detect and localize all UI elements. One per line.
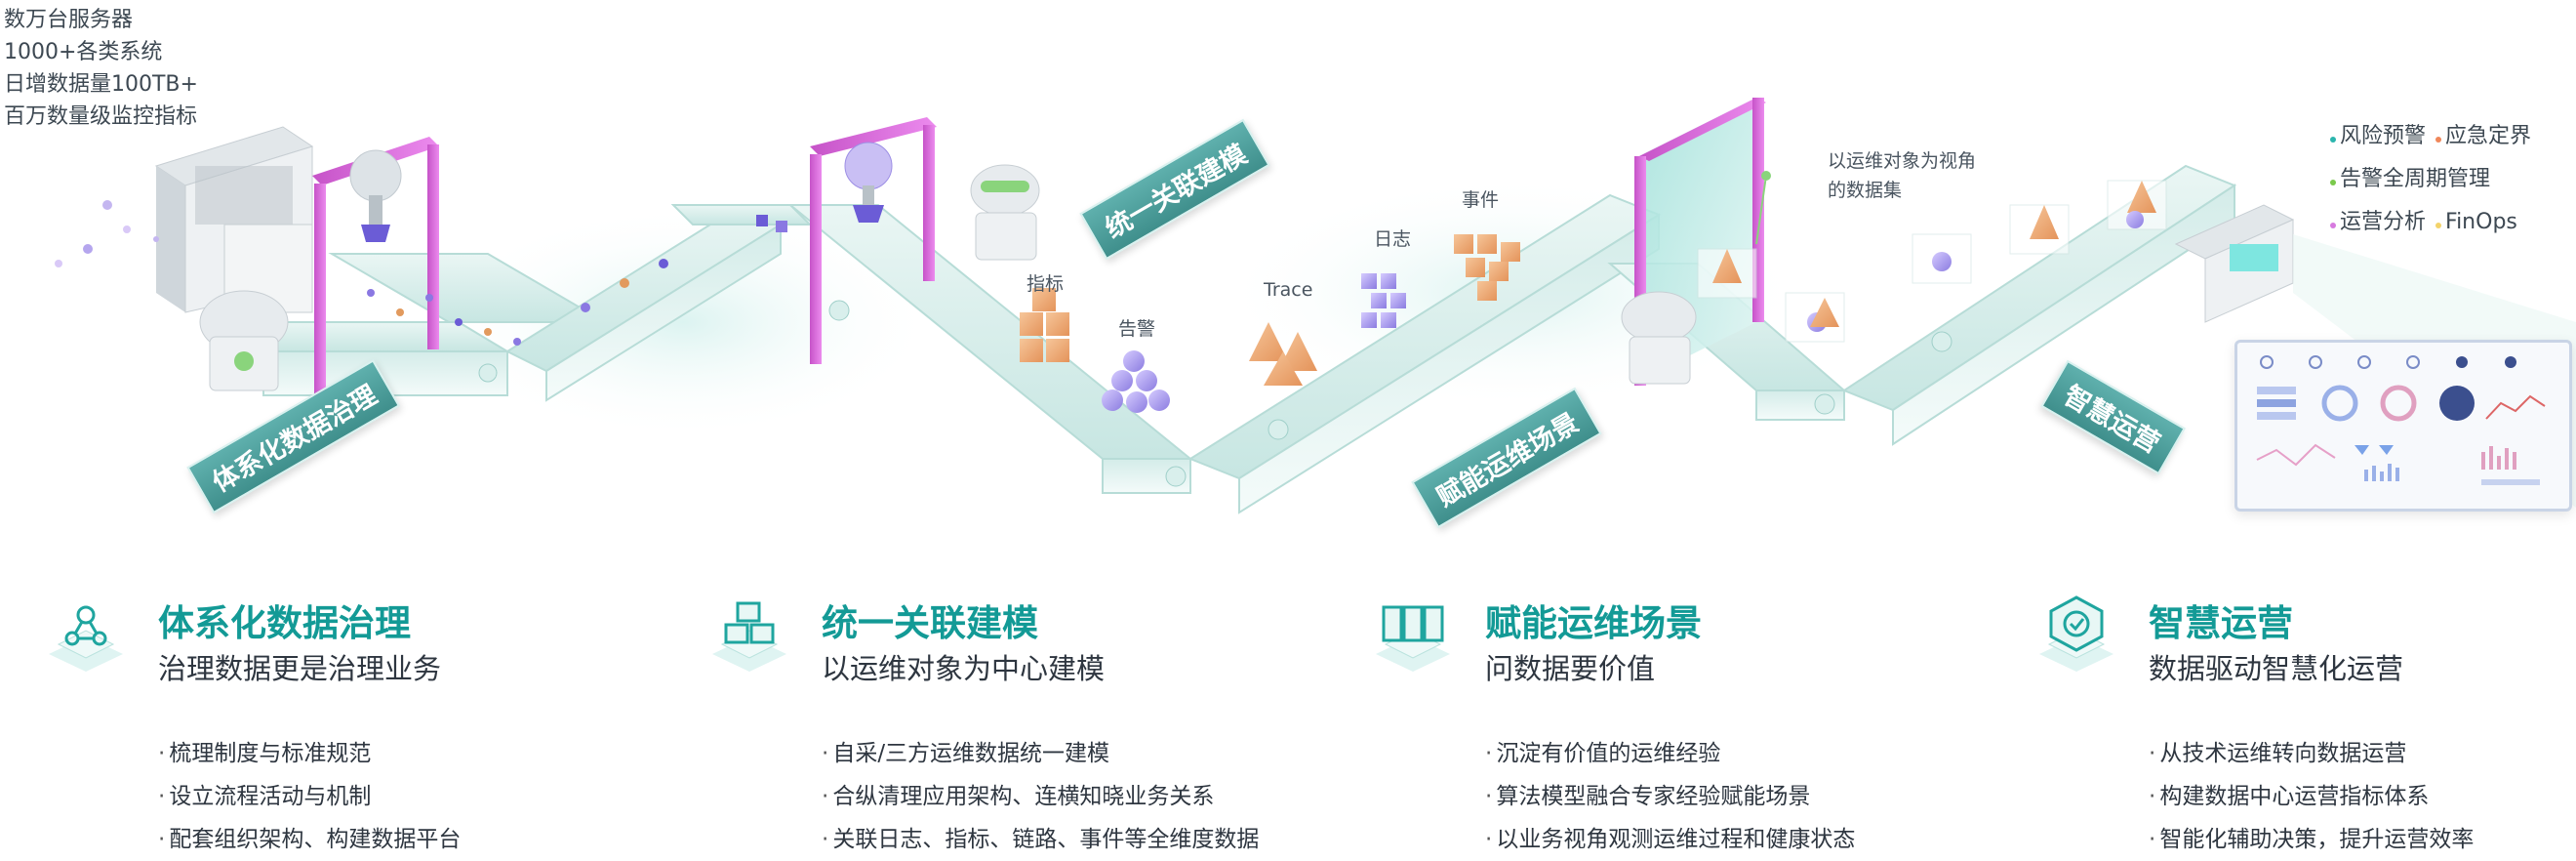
robot-1 <box>199 290 289 391</box>
column-list: 从技术运维转向数据运营 构建数据中心运营指标体系 智能化辅助决策，提升运营效率 <box>2149 732 2474 861</box>
list-item: 从技术运维转向数据运营 <box>2149 732 2474 775</box>
label-event: 事件 <box>1462 189 1500 211</box>
capabilities-legend: 风险预警 应急定界 告警全周期管理 运营分析 FinOps <box>2330 115 2531 244</box>
column-subtitle: 以运维对象为中心建模 <box>822 652 1106 685</box>
legend-item: 运营分析 <box>2330 201 2426 244</box>
legend-item: FinOps <box>2435 201 2517 244</box>
label-metric: 指标 <box>1026 273 1065 295</box>
label-log: 日志 <box>1374 228 1412 250</box>
list-item: 智能化辅助决策，提升运营效率 <box>2149 818 2474 861</box>
list-item: 构建数据中心运营指标体系 <box>2149 775 2474 818</box>
dataset-label: 以运维对象为视角 的数据集 <box>1828 146 1976 205</box>
list-item: 沉淀有价值的运维经验 <box>1485 732 1855 775</box>
legend-item: 应急定界 <box>2435 115 2531 158</box>
robot-2 <box>970 164 1040 261</box>
alert-spheres <box>1102 350 1170 413</box>
data-particles <box>55 200 787 346</box>
dashboard-charts <box>2256 355 2546 485</box>
list-item: 设立流程活动与机制 <box>158 775 461 818</box>
label-alert: 告警 <box>1118 318 1156 340</box>
stat-data-volume: 日增数据量100TB+ <box>4 72 198 97</box>
stat-systems: 1000+各类系统 <box>4 40 163 64</box>
column-list: 自采/三方运维数据统一建模 合纵清理应用架构、连横知晓业务关系 关联日志、指标、… <box>822 732 1259 861</box>
list-item: 自采/三方运维数据统一建模 <box>822 732 1259 775</box>
column-subtitle: 治理数据更是治理业务 <box>158 652 442 685</box>
ops-scenario-icon <box>1376 605 1450 672</box>
dataset-label-line-1: 以运维对象为视角 <box>1828 150 1977 172</box>
robot-arm-2 <box>844 142 893 223</box>
list-item: 合纵清理应用架构、连横知晓业务关系 <box>822 775 1259 818</box>
server-machine <box>154 126 314 313</box>
column-title: 统一关联建模 <box>822 602 1038 644</box>
legend-finops: FinOps <box>2445 210 2517 234</box>
column-subtitle: 数据驱动智慧化运营 <box>2149 652 2404 685</box>
stats-list: 数万台服务器 1000+各类系统 日增数据量100TB+ 百万数量级监控指标 <box>4 4 198 133</box>
metric-cubes <box>1020 288 1069 362</box>
legend-row-3: 运营分析 FinOps <box>2330 201 2531 244</box>
modeling-cubes-icon <box>712 601 786 672</box>
column-title: 智慧运营 <box>2149 602 2293 644</box>
end-machine <box>2174 204 2295 323</box>
dashboard-preview <box>2234 340 2572 512</box>
dataset-boxes <box>1697 180 2167 343</box>
list-item: 梳理制度与标准规范 <box>158 732 461 775</box>
list-item: 算法模型融合专家经验赋能场景 <box>1485 775 1855 818</box>
column-list: 沉淀有价值的运维经验 算法模型融合专家经验赋能场景 以业务视角观测运维过程和健康… <box>1485 732 1855 861</box>
column-title: 体系化数据治理 <box>158 602 411 644</box>
data-governance-icon <box>49 605 123 672</box>
pink-gate-2 <box>810 117 937 364</box>
trace-pyramids <box>1249 322 1317 386</box>
legend-item: 风险预警 <box>2330 115 2426 158</box>
list-item: 以业务视角观测运维过程和健康状态 <box>1485 818 1855 861</box>
robot-3 <box>1621 291 1697 385</box>
log-cubes <box>1361 273 1406 328</box>
stat-metrics: 百万数量级监控指标 <box>4 104 198 129</box>
legend-risk-warning: 风险预警 <box>2340 124 2427 148</box>
legend-ops-analysis: 运营分析 <box>2340 210 2427 234</box>
event-cubes <box>1454 234 1520 301</box>
legend-emergency: 应急定界 <box>2445 124 2532 148</box>
column-list: 梳理制度与标准规范 设立流程活动与机制 配套组织架构、构建数据平台 <box>158 732 461 861</box>
dataset-label-line-2: 的数据集 <box>1828 180 1903 201</box>
robot-arm-1 <box>349 149 402 242</box>
legend-alert-lifecycle: 告警全周期管理 <box>2340 167 2491 191</box>
stat-servers: 数万台服务器 <box>4 8 134 32</box>
column-title: 赋能运维场景 <box>1485 602 1702 644</box>
label-trace: Trace <box>1264 279 1313 301</box>
column-subtitle: 问数据要价值 <box>1485 652 1656 685</box>
legend-row-1: 风险预警 应急定界 <box>2330 115 2531 158</box>
legend-item: 告警全周期管理 <box>2330 158 2490 201</box>
legend-row-2: 告警全周期管理 <box>2330 158 2531 201</box>
smart-ops-icon <box>2039 595 2113 672</box>
callout-line <box>1755 175 1767 245</box>
conveyor-segment-1b <box>504 203 813 402</box>
pipeline-illustration <box>55 98 2576 514</box>
list-item: 配套组织架构、构建数据平台 <box>158 818 461 861</box>
list-item: 关联日志、指标、链路、事件等全维度数据 <box>822 818 1259 861</box>
